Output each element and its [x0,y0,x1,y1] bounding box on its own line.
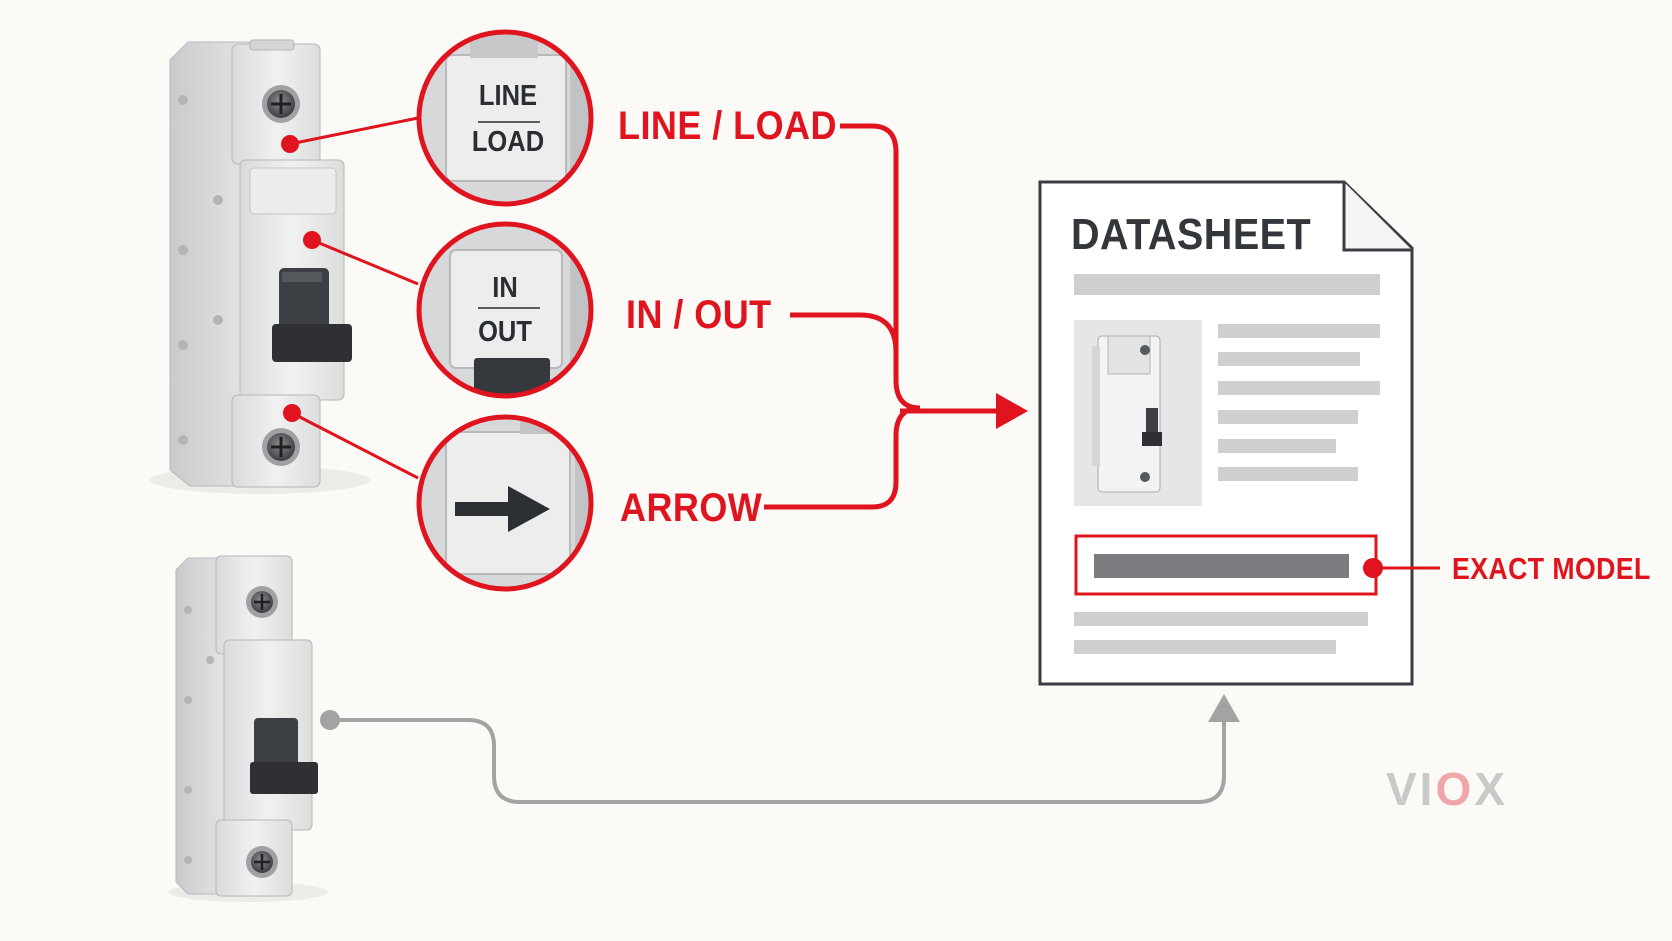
breaker-large [150,39,370,494]
datasheet-title: DATASHEET [1071,210,1312,259]
inset-leaders [281,116,419,480]
datasheet-document [1038,180,1414,686]
zoom-inset-arrow [416,414,594,592]
label-line-load: LINE / LOAD [618,104,837,148]
toggle-handle-icon [250,718,318,794]
breaker-thumbnail-icon [1092,335,1162,493]
arrow-right-icon [455,486,550,532]
label-in-out: IN / OUT [626,293,772,337]
label-exact-model: EXACT MODEL [1452,551,1651,586]
exact-model-leader [1363,558,1440,578]
screw-icon [262,428,300,466]
screw-icon [262,85,300,123]
inset-text-load: LOAD [471,126,545,158]
inset-text-line: LINE [478,80,538,112]
zoom-inset-in-out [416,221,594,399]
screw-icon [246,846,278,878]
toggle-handle-icon [272,268,352,362]
brand-prefix: VI [1386,763,1436,815]
inset-text-out: OUT [478,316,532,348]
brand-suffix: X [1474,763,1508,815]
zoom-inset-line-load [416,29,594,207]
inset-text-in: IN [492,272,518,304]
screw-icon [246,586,278,618]
gray-connector [320,694,1240,804]
brand-accent: O [1435,763,1475,815]
brand-logo: VIOX [1386,762,1508,816]
breaker-small [168,555,328,902]
label-arrow: ARROW [620,486,763,530]
red-bracket-connector [764,123,1028,510]
